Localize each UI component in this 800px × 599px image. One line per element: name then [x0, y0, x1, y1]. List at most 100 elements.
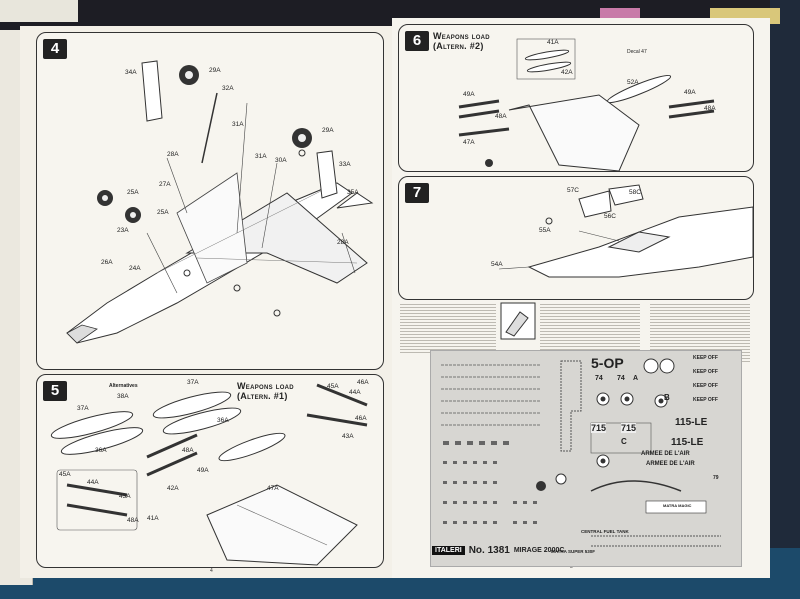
kit-number: No. 1381 [468, 545, 510, 556]
instruction-page-left: 4 [20, 26, 392, 578]
part-label: 48A [495, 113, 507, 120]
part-label: 43A [119, 493, 131, 500]
step-5-panel: 5 Weapons load (Altern. #1) Alternatives… [36, 374, 384, 568]
decal-shapes [441, 358, 721, 547]
decal-code: A [633, 375, 639, 382]
part-label: 57C [567, 187, 579, 194]
decal-sheet: 5-OP 74 74 A B C 715 715 115-LE 115-LE K… [430, 350, 742, 567]
step-6-diagram [458, 38, 715, 171]
page-number: 4 [210, 568, 213, 574]
step-5-diagram [50, 383, 368, 566]
alternatives-label: Alternatives [109, 383, 138, 389]
part-label: 31A [255, 153, 267, 160]
decal-text: KEEP OFF [693, 369, 718, 375]
part-label: 49A [197, 467, 209, 474]
part-label: 52A [627, 79, 639, 86]
part-label: 47A [267, 485, 279, 492]
decal-text: MATRA SUPER 530F [551, 549, 596, 554]
decal-code: 74 [617, 375, 625, 382]
step-4-diagram [66, 60, 374, 344]
decal-code: 715 [591, 423, 607, 433]
part-label: 46A [355, 415, 367, 422]
part-label: 28A [167, 151, 179, 158]
background-wall [770, 0, 800, 599]
step-number: 5 [43, 381, 67, 401]
part-label: 48A [127, 517, 139, 524]
decal-text: KEEP OFF [693, 355, 718, 361]
part-label: 58C [629, 189, 641, 196]
decal-text: ARMEE DE L'AIR [641, 451, 690, 457]
part-label: 45A [59, 471, 71, 478]
part-label: 49A [463, 91, 475, 98]
part-label: 37A [77, 405, 89, 412]
part-label: 44A [87, 479, 99, 486]
part-label: 28A [337, 239, 349, 246]
step-7-panel: 7 57C 58C 56C 55A 54A [398, 176, 754, 300]
background-object [600, 8, 640, 20]
step-title-line: Weapons load [433, 31, 490, 41]
step-number: 6 [405, 31, 429, 51]
decal-text: 79 [713, 475, 719, 481]
part-label: 31A [232, 121, 244, 128]
step-7-diagram [498, 184, 753, 278]
decal-text: KEEP OFF [693, 383, 718, 389]
part-label: 49A [684, 89, 696, 96]
part-label: 37A [187, 379, 199, 386]
part-label: 29A [322, 127, 334, 134]
part-label: 47A [463, 139, 475, 146]
part-label: 43A [342, 433, 354, 440]
step-title-line: Weapons load [237, 381, 294, 391]
step-title: Weapons load (Altern. #2) [433, 31, 490, 51]
brand-logo: ITALERI [432, 546, 465, 555]
part-label: 24A [129, 265, 141, 272]
decal-callout: Decal 47 [627, 49, 647, 55]
background-paper [0, 0, 78, 22]
step-4-panel: 4 [36, 32, 384, 370]
step-number: 4 [43, 39, 67, 59]
part-label: 55A [539, 227, 551, 234]
part-label: 27A [159, 181, 171, 188]
decal-code: B [664, 393, 670, 402]
part-label: 26A [101, 259, 113, 266]
decal-text: ARMEE DE L'AIR [646, 461, 695, 467]
part-label: 36A [217, 417, 229, 424]
step-6-panel: 6 Weapons load (Altern. #2) Decal 47 41A… [398, 24, 754, 172]
part-label: 42A [167, 485, 179, 492]
part-label: 25A [157, 209, 169, 216]
step-title-line: (Altern. #2) [433, 41, 484, 51]
part-label: 48A [704, 105, 716, 112]
decal-code: 74 [595, 375, 603, 382]
decal-code: 115-LE [671, 437, 704, 448]
part-label: 48A [182, 447, 194, 454]
part-label: 25A [127, 189, 139, 196]
part-label: 45A [327, 383, 339, 390]
part-label: 36A [95, 447, 107, 454]
part-label: 34A [125, 69, 137, 76]
kit-name: MIRAGE 2000C [513, 547, 565, 554]
decal-text: KEEP OFF [693, 397, 718, 403]
decal-text: MATRA MAGIC [663, 503, 692, 508]
part-label: 30A [275, 157, 287, 164]
decal-text: CENTRAL FUEL TANK [581, 529, 629, 534]
part-label: 29A [209, 67, 221, 74]
decal-code: C [621, 437, 627, 446]
decal-code: 5-OP [591, 355, 624, 371]
part-label: 41A [547, 39, 559, 46]
part-label: 32A [222, 85, 234, 92]
part-label: 38A [117, 393, 129, 400]
part-label: 42A [561, 69, 573, 76]
step-title-line: (Altern. #1) [237, 391, 288, 401]
decal-code: 715 [621, 423, 637, 433]
part-label: 35A [347, 189, 359, 196]
step-number: 7 [405, 183, 429, 203]
step-title: Weapons load (Altern. #1) [237, 381, 294, 401]
page-number: 5 [570, 564, 573, 570]
part-label: 56C [604, 213, 616, 220]
part-label: 54A [491, 261, 503, 268]
part-label: 44A [349, 389, 361, 396]
part-label: 33A [339, 161, 351, 168]
glue-icon [500, 302, 536, 340]
decal-code: 115-LE [675, 417, 708, 428]
part-label: 46A [357, 379, 369, 386]
kit-footer: ITALERI No. 1381 MIRAGE 2000C [432, 545, 564, 556]
